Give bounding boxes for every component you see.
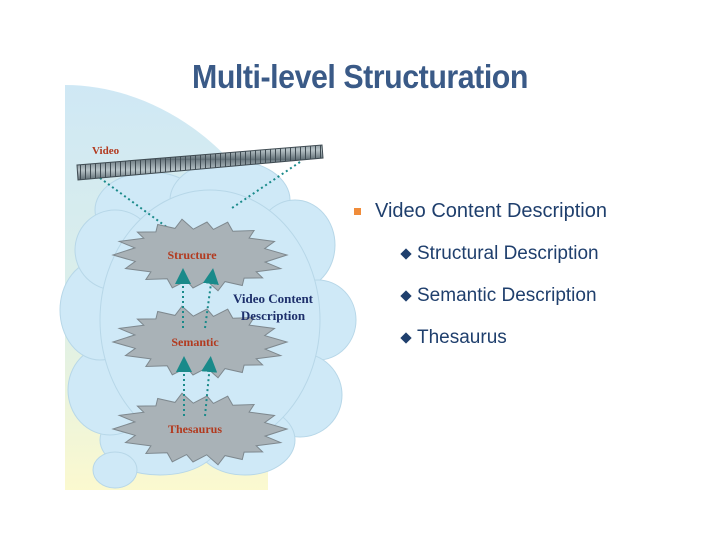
semantic-level-label: Semantic (171, 335, 219, 349)
sub-bullet-list: Structural Description Semantic Descript… (350, 233, 710, 359)
navy-diamond-bullet-icon (400, 248, 412, 260)
navy-diamond-bullet-icon (400, 332, 412, 344)
thesaurus-burst (111, 392, 289, 466)
main-bullet: Video Content Description (350, 200, 710, 223)
sub-bullet-item: Thesaurus (400, 317, 710, 359)
video-link-left (99, 177, 169, 229)
semantic-burst (111, 305, 289, 379)
arrow-thesaurus-to-semantic-right (201, 356, 218, 417)
structure-burst (111, 218, 289, 292)
sub-bullet-text: Semantic Description (417, 285, 597, 306)
video-link-right (231, 161, 301, 209)
structure-level-label: Structure (167, 248, 217, 262)
video-label: Video (92, 145, 120, 157)
sub-bullet-text: Structural Description (417, 243, 599, 264)
bullet-list: Video Content Description Structural Des… (350, 200, 710, 359)
video-film-strip (76, 144, 324, 181)
cloud-caption-line2: Description (241, 308, 306, 323)
sub-bullet-item: Semantic Description (400, 275, 710, 317)
cloud-caption-line1: Video Content (233, 291, 314, 306)
sub-bullet-item: Structural Description (400, 233, 710, 275)
arrow-semantic-to-structure-right (203, 268, 219, 329)
sub-bullet-text: Thesaurus (417, 327, 507, 348)
orange-square-bullet-icon (354, 208, 361, 215)
navy-diamond-bullet-icon (400, 290, 412, 302)
main-bullet-text: Video Content Description (375, 200, 607, 222)
thesaurus-level-label: Thesaurus (168, 422, 222, 436)
slide-title: Multi-level Structuration (191, 58, 528, 95)
